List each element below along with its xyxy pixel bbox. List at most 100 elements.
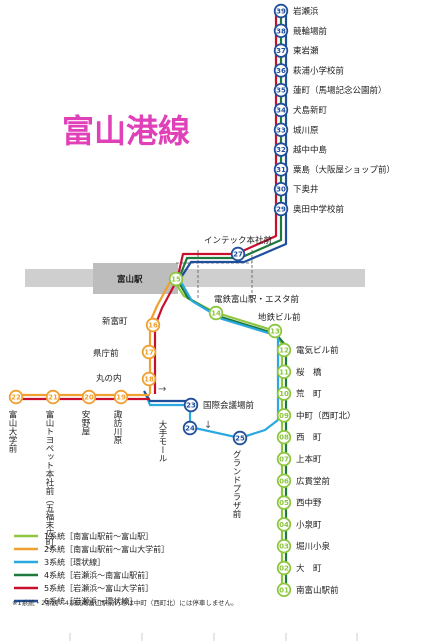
station-marker-27[interactable]: 27	[230, 246, 246, 262]
station-marker-05[interactable]: 05	[276, 495, 292, 510]
station-circle	[230, 246, 246, 262]
station-marker-21[interactable]: 21	[45, 389, 61, 405]
station-circle	[8, 389, 24, 405]
station-number: 18	[144, 376, 154, 384]
station-name: 富山トヨペット本社前（五福末広町）	[44, 409, 54, 554]
station-marker-38[interactable]: 38	[273, 23, 289, 39]
station-number: 38	[276, 27, 286, 35]
station-circle	[273, 201, 289, 217]
station-circle	[276, 451, 292, 467]
station-marker-15[interactable]: 15	[168, 271, 184, 287]
station-name: 新富町	[102, 316, 128, 327]
station-circle	[273, 162, 289, 177]
station-marker-11[interactable]: 11	[276, 364, 292, 380]
station-circle	[276, 386, 292, 401]
station-marker-24[interactable]: 24	[182, 420, 198, 436]
station-marker-09[interactable]: 09	[276, 408, 292, 423]
station-marker-32[interactable]: 32	[273, 142, 289, 157]
station-marker-12[interactable]: 12	[276, 342, 292, 358]
station-number: 01	[279, 586, 289, 594]
station-marker-14[interactable]: 14	[208, 305, 224, 321]
station-number: 33	[276, 126, 286, 134]
station-number: 35	[276, 87, 286, 95]
station-marker-34[interactable]: 34	[273, 102, 289, 118]
station-circle	[273, 3, 289, 19]
station-name: 西 町	[296, 433, 322, 443]
legend-label: 6系統［岩瀬浜〜環状線］	[44, 596, 137, 606]
station-name: 広貫堂前	[296, 476, 331, 487]
station-number: 32	[276, 146, 286, 154]
station-circle	[276, 408, 292, 423]
station-circle	[141, 371, 157, 387]
station-name: 国際会議場前	[203, 400, 255, 411]
station-name: 蓮町（馬場記念公園前）	[293, 85, 387, 96]
station-number: 05	[279, 499, 289, 507]
station-circle	[273, 43, 289, 58]
station-circle	[276, 364, 292, 380]
station-marker-16[interactable]: 16	[145, 317, 161, 333]
station-circle	[182, 420, 198, 436]
station-marker-33[interactable]: 33	[273, 122, 289, 138]
station-marker-08[interactable]: 08	[276, 430, 292, 445]
station-name: 岩瀬浜	[293, 6, 319, 17]
station-circle	[273, 102, 289, 118]
station-name: 小泉町	[296, 519, 322, 530]
station-number: 14	[211, 310, 221, 318]
station-name: 西中野	[296, 498, 322, 509]
station-marker-03[interactable]: 03	[276, 539, 292, 554]
station-marker-25[interactable]: 25	[232, 430, 248, 446]
station-number: 24	[185, 425, 195, 433]
station-name: 丸の内	[96, 373, 122, 384]
station-number: 25	[235, 435, 245, 443]
station-marker-17[interactable]: 17	[141, 344, 157, 360]
station-circle	[168, 271, 184, 287]
station-marker-22[interactable]: 22	[8, 389, 24, 405]
station-marker-01[interactable]: 01	[276, 582, 292, 598]
station-circle	[81, 389, 97, 405]
station-circle	[276, 517, 292, 532]
station-circle	[183, 397, 199, 413]
station-number: 07	[279, 456, 289, 464]
station-number: 27	[233, 251, 243, 259]
station-name: 犬島新町	[293, 105, 328, 116]
station-number: 21	[48, 394, 58, 402]
station-marker-07[interactable]: 07	[276, 451, 292, 467]
station-circle	[276, 430, 292, 445]
station-marker-06[interactable]: 06	[276, 473, 292, 489]
station-marker-30[interactable]: 30	[273, 181, 289, 197]
station-name: 堀川小泉	[296, 541, 331, 552]
station-name: グランドプラザ前	[231, 450, 241, 519]
station-name: 粟島（大阪屋ショップ前）	[293, 164, 395, 175]
station-marker-39[interactable]: 39	[273, 3, 289, 19]
station-circle	[276, 539, 292, 554]
station-marker-18[interactable]: 18	[141, 371, 157, 387]
station-marker-04[interactable]: 04	[276, 517, 292, 532]
station-circle	[208, 305, 224, 321]
station-number: 17	[144, 349, 154, 357]
station-marker-31[interactable]: 31	[273, 162, 289, 177]
station-marker-35[interactable]: 35	[273, 82, 289, 98]
station-circle	[273, 142, 289, 157]
station-marker-36[interactable]: 36	[273, 63, 289, 78]
station-marker-23[interactable]: 23	[183, 397, 199, 413]
station-circle	[276, 560, 292, 576]
station-name: 下奥井	[293, 184, 319, 195]
station-marker-37[interactable]: 37	[273, 43, 289, 58]
station-number: 30	[276, 186, 286, 194]
station-marker-29[interactable]: 29	[273, 201, 289, 217]
station-marker-02[interactable]: 02	[276, 560, 292, 576]
legend-label: 1系統［南富山駅前〜富山駅］	[44, 531, 153, 541]
station-name: 電鉄富山駅・エスタ前	[214, 294, 300, 305]
bottom-ticks	[69, 633, 358, 641]
legend-label: 2系統［南富山駅前〜富山大学前］	[44, 544, 169, 554]
station-marker-20[interactable]: 20	[81, 389, 97, 405]
station-number: 02	[279, 565, 289, 573]
station-number: 22	[11, 394, 21, 402]
station-name: 奥田中学校前	[293, 204, 345, 215]
station-marker-10[interactable]: 10	[276, 386, 292, 401]
station-name: 城川原	[293, 126, 319, 136]
station-marker-19[interactable]: 19	[113, 389, 129, 405]
station-marker-13[interactable]: 13	[267, 323, 283, 339]
station-number: 13	[270, 328, 280, 336]
